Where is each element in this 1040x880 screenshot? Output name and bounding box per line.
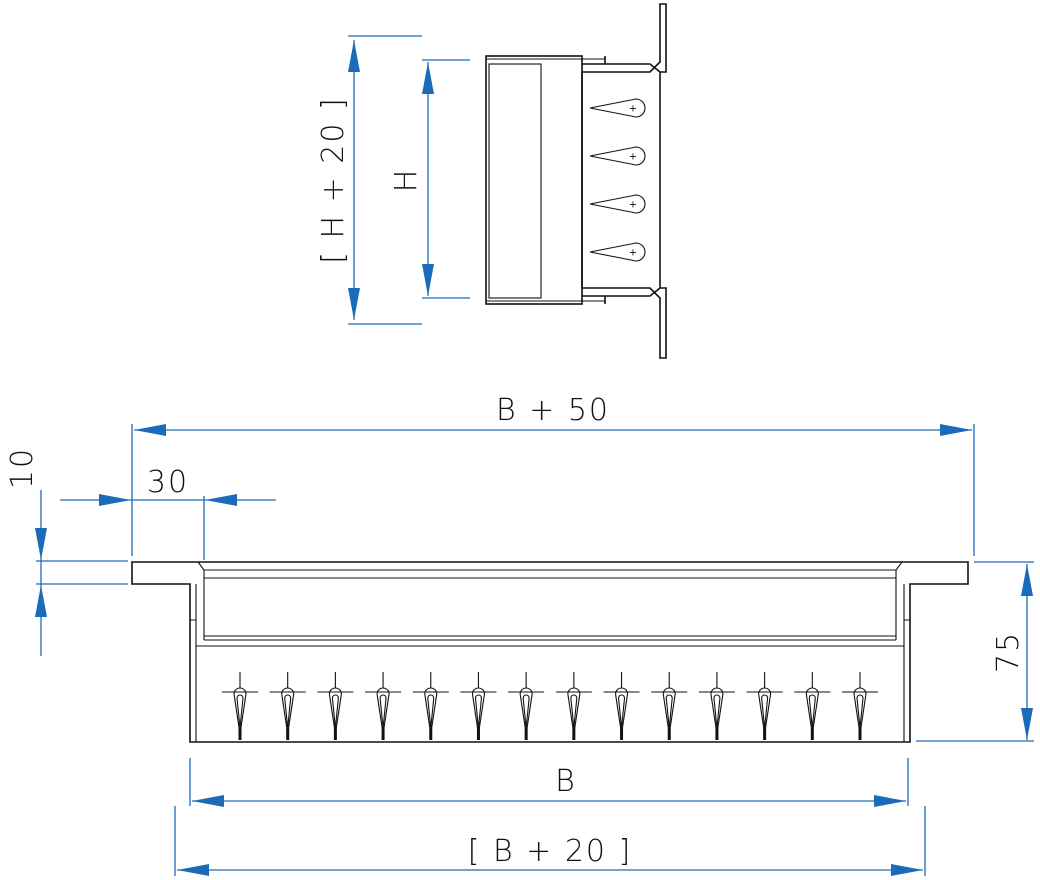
front-outline — [131, 561, 969, 743]
front-vane-blade-inner — [522, 694, 530, 729]
dim-label-10: 10 — [5, 447, 40, 489]
arrow-in-left — [99, 494, 131, 506]
arrow-right — [891, 864, 923, 876]
arrow-up — [348, 40, 360, 72]
front-vane-blade-inner — [236, 694, 244, 729]
front-vane — [269, 672, 306, 740]
front-vane-blade — [233, 687, 247, 735]
front-vane — [651, 672, 688, 740]
front-vane-blade — [424, 687, 438, 735]
front-vane-blade — [567, 687, 581, 735]
front-vane — [603, 672, 640, 740]
front-vane — [460, 672, 497, 740]
side-view: + + + + — [485, 3, 667, 359]
arrow-up — [1021, 564, 1033, 596]
arrow-in-right — [205, 494, 237, 506]
arrow-right — [940, 424, 972, 436]
arrow-left — [177, 864, 209, 876]
front-vane-blade-inner — [284, 694, 292, 729]
side-vane-pivot-mark: + — [629, 104, 637, 115]
side-frame-body — [485, 55, 583, 305]
arrow-down — [422, 264, 434, 296]
side-vane: + — [589, 146, 646, 166]
front-vane-blade-inner — [761, 694, 769, 729]
dim-label-30: 30 — [147, 465, 189, 500]
front-vane — [698, 672, 735, 740]
front-view — [131, 561, 969, 743]
front-vane-blade-inner — [331, 694, 339, 729]
front-dimension-total-width: B + 50 — [131, 393, 975, 556]
front-vane-blade — [519, 687, 533, 735]
side-frame-channel — [488, 63, 542, 299]
front-vane-blade — [805, 687, 819, 735]
front-dimension-inner-width: B — [189, 758, 909, 807]
front-dimension-overall-height: 75 — [916, 561, 1034, 742]
front-vane-blade — [758, 687, 772, 735]
front-vane-blade — [853, 687, 867, 735]
arrow-left — [134, 424, 166, 436]
arrow-right — [874, 795, 906, 807]
side-flange-profile — [581, 3, 667, 359]
front-vane-blade — [328, 687, 342, 735]
side-vane: + — [589, 98, 646, 118]
front-vane-blade-inner — [427, 694, 435, 729]
front-vane — [842, 672, 878, 740]
front-vane-blade — [614, 687, 629, 735]
front-vane — [317, 672, 354, 740]
dim-label-b-plus-50: B + 50 — [496, 393, 610, 428]
dim-label-75: 75 — [991, 631, 1026, 673]
arrow-up — [422, 62, 434, 94]
front-vane — [365, 672, 402, 740]
dim-label-b-plus-20: [ B + 20 ] — [468, 834, 633, 869]
front-vane — [222, 672, 258, 740]
side-dimension-total-height: [ H + 20 ] — [316, 35, 422, 325]
side-vane-blade — [589, 146, 646, 166]
front-vane-blade-inner — [808, 694, 816, 729]
arrow-down — [1021, 708, 1033, 740]
arrow-left — [192, 795, 224, 807]
front-vane-blade-inner — [665, 694, 673, 729]
front-dimension-outer-width: [ B + 20 ] — [174, 806, 926, 876]
front-vane-blade — [281, 687, 295, 735]
side-vane-group: + + + + — [589, 98, 646, 262]
front-vane-blade-inner — [713, 694, 721, 729]
side-vane-pivot-mark: + — [629, 200, 637, 211]
front-vane — [508, 672, 545, 740]
front-vane — [746, 672, 783, 740]
front-vane-blade — [471, 687, 486, 735]
side-dimension-height: H — [389, 59, 470, 299]
front-vane-blade-inner — [617, 694, 626, 729]
arrow-down — [348, 288, 360, 320]
side-vane: + — [589, 242, 646, 262]
front-vane-blade-inner — [379, 694, 387, 729]
side-vane: + — [589, 194, 646, 214]
side-vane-blade — [589, 242, 646, 262]
side-vane-blade — [589, 194, 646, 214]
arrow-up — [35, 585, 47, 617]
front-vane — [794, 672, 831, 740]
dim-label-b: B — [555, 764, 577, 799]
front-vane — [412, 672, 449, 740]
front-vane-group — [222, 672, 878, 740]
front-inner-frame — [190, 561, 910, 742]
side-vane-pivot-mark: + — [629, 152, 637, 163]
side-vane-blade — [589, 98, 646, 118]
front-vane-blade — [376, 687, 390, 735]
front-vane-blade-inner — [570, 694, 578, 729]
front-vane-blade — [662, 687, 676, 735]
front-dimension-flange-thickness: 10 — [5, 447, 128, 656]
front-vane — [555, 672, 592, 740]
dim-label-h-plus-20: [ H + 20 ] — [316, 96, 351, 263]
side-vane-pivot-mark: + — [629, 248, 637, 259]
front-dimension-flange-width: 30 — [60, 465, 276, 560]
dim-label-h: H — [389, 168, 424, 193]
front-vane-blade — [710, 687, 724, 735]
front-vane-blade-inner — [474, 694, 483, 729]
front-vane-blade-inner — [856, 694, 864, 729]
arrow-down — [35, 528, 47, 560]
